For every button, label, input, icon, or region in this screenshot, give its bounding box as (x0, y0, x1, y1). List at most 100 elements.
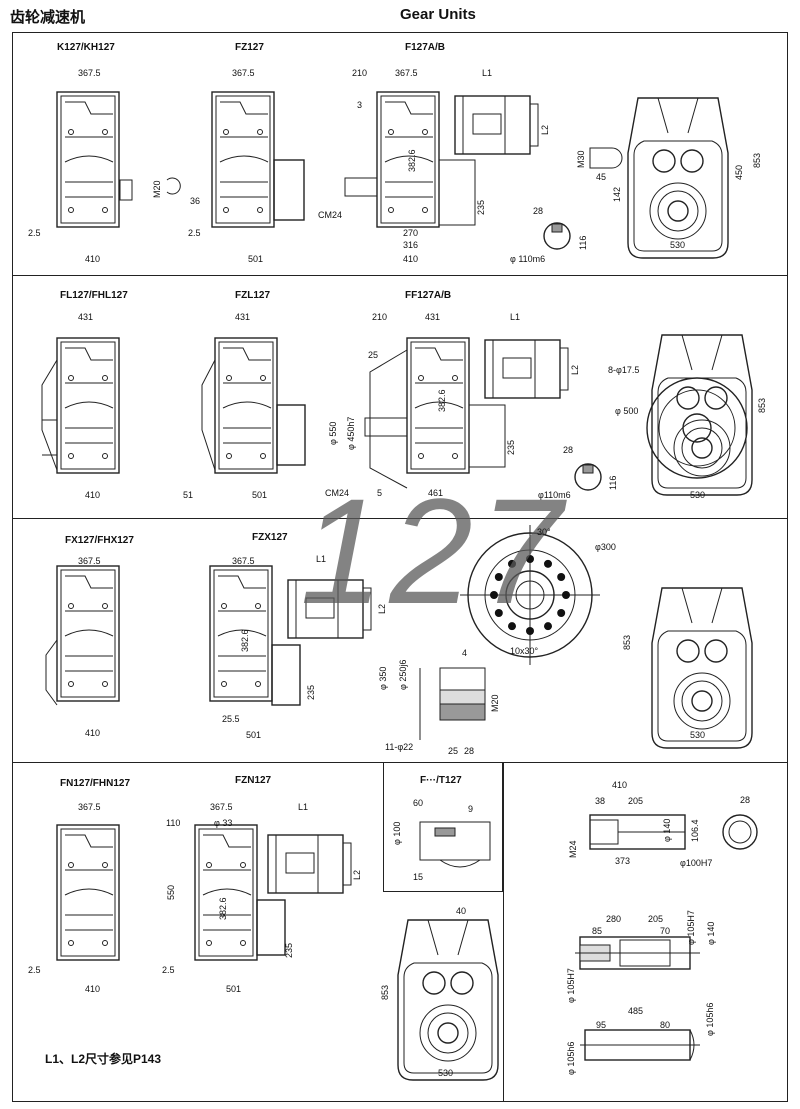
dim-fn127-top: 367.5 (78, 802, 101, 812)
dim-ft127-9: 9 (468, 804, 474, 814)
bolt-hole (526, 555, 534, 563)
dim-front1-45: 45 (596, 172, 607, 182)
dim-front2-530: 530 (690, 490, 706, 500)
dim-shaft1-38: 38 (595, 796, 606, 806)
dim-shaft1-28: 28 (740, 795, 751, 805)
dim-fzx127-l2: L2 (377, 603, 387, 614)
f127-motor (454, 95, 539, 155)
dim-shaft3-95: 95 (596, 1020, 607, 1030)
dim-k127-bottom: 410 (85, 254, 101, 264)
dim-ff127-5: 5 (377, 488, 383, 498)
dim-f127-3675: 367.5 (395, 68, 418, 78)
label-f127ab: F127A/B (405, 42, 446, 53)
dim-shaft1-1064: 106.4 (690, 819, 700, 842)
ff127-motor (484, 339, 569, 399)
dim-ff127-116: 116 (608, 475, 618, 490)
dim-fzn127-l1: L1 (298, 802, 309, 812)
label-ff127ab: FF127A/B (405, 290, 452, 301)
dim-front3-530: 530 (690, 730, 706, 740)
dim-ff127-3826: 382.6 (437, 389, 447, 412)
dim-ff127-210: 210 (372, 312, 388, 322)
flange-section-view (419, 667, 486, 740)
fn127-side-view (56, 824, 120, 961)
dim-shaft1-410: 410 (612, 780, 628, 790)
dim-fn127-left: 2.5 (28, 965, 41, 975)
dim-f127-210: 210 (352, 68, 368, 78)
dim-fzx127-235: 235 (306, 684, 316, 700)
dim-shaft3-80: 80 (660, 1020, 671, 1030)
fz127-side-view (211, 91, 275, 228)
dim-front4-530: 530 (438, 1068, 454, 1078)
front-view-row4 (397, 919, 499, 1081)
dim-fzn127-235: 235 (284, 942, 294, 958)
dim-f127-l2: L2 (540, 124, 550, 135)
dim-fzn127-33: φ 33 (214, 818, 233, 828)
label-fx127: FX127/FHX127 (65, 535, 134, 546)
dim-shaft2-105h7a: φ 105H7 (686, 910, 696, 945)
label-fn127: FN127/FHN127 (60, 778, 131, 789)
bolt-hole (526, 627, 534, 635)
dim-ff127-431: 431 (425, 312, 441, 322)
row-divider-2 (12, 518, 788, 519)
fzn127-motor (267, 834, 352, 894)
page-title-cn: 齿轮减速机 (10, 9, 86, 26)
dim-shaft2-140: φ 140 (706, 921, 716, 945)
label-ft127: F···/T127 (420, 775, 462, 786)
bolt-hole (557, 573, 566, 581)
dim-flange-4: 4 (462, 648, 468, 658)
label-k127: K127/KH127 (57, 42, 115, 53)
drawing-frame (12, 32, 788, 1102)
bolt-hole (562, 591, 570, 599)
dim-ff127-461: 461 (428, 488, 444, 498)
flange-face-view (460, 525, 600, 665)
bolt-hole (490, 591, 498, 599)
bolt-hole (544, 559, 552, 568)
watermark-number: 127 (300, 467, 569, 635)
dim-front1-450: 450 (734, 164, 744, 180)
k127-side-view (56, 91, 120, 228)
shaft-assembly-view (575, 936, 700, 970)
bolt-hole (494, 573, 503, 581)
label-fzn127: FZN127 (235, 775, 272, 786)
dim-fzx127-3826: 382.6 (240, 629, 250, 652)
dim-shaft1-m24: M24 (568, 840, 578, 858)
dim-fzx127-501: 501 (246, 730, 262, 740)
dim-fzn127-3826: 382.6 (218, 897, 228, 920)
dim-fz127-m: M20 (152, 180, 162, 198)
dim-shaft2-205: 205 (648, 914, 664, 924)
dim-ff127-550: φ 550 (328, 421, 338, 445)
dim-fx127-top: 367.5 (78, 556, 101, 566)
dim-f127-phi: φ 110m6 (510, 254, 546, 264)
dim-fzn127-left: 2.5 (162, 965, 175, 975)
bolt-hole (494, 609, 503, 617)
row4-vertical-divider (503, 762, 504, 1102)
dim-flange-30: 30° (537, 527, 551, 537)
dim-flange-250: φ 250j6 (398, 659, 408, 690)
dim-fzn127-110: 110 (166, 818, 181, 828)
dim-ff127-l2: L2 (570, 364, 580, 375)
dim-f127-316: 316 (403, 240, 419, 250)
dim-front1-m30: M30 (576, 150, 586, 168)
dim-front4-40: 40 (456, 906, 467, 916)
dim-front1-853: 853 (752, 152, 762, 168)
dim-fl127-bottom: 410 (85, 490, 101, 500)
front-view-row2 (646, 334, 753, 496)
dim-f127-410: 410 (403, 254, 419, 264)
dim-flange-300: φ300 (595, 542, 616, 552)
dim-flange-350: φ 350 (378, 666, 388, 690)
front-view-row3 (651, 587, 753, 749)
dim-ft127-60: 60 (413, 798, 424, 808)
dim-ft127-100: φ 100 (392, 821, 402, 845)
dim-flange-25: 25 (448, 746, 459, 756)
bolt-hole (544, 622, 552, 631)
label-fl127: FL127/FHL127 (60, 290, 128, 301)
dim-fzn127-501: 501 (226, 984, 242, 994)
fl127-side-view (56, 337, 120, 474)
dim-f127-3: 3 (357, 100, 363, 110)
dim-ft127-15: 15 (413, 872, 424, 882)
dim-shaft2-70: 70 (660, 926, 671, 936)
bolt-hole (508, 559, 516, 568)
dim-f127-cm24: CM24 (318, 210, 343, 220)
page-title-en: Gear Units (400, 6, 476, 23)
fzn127-side-view (194, 824, 258, 961)
